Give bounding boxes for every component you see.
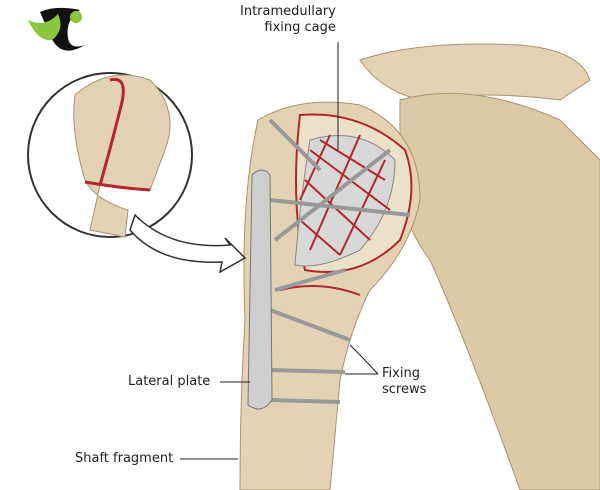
cage-label-line2: fixing cage [264,20,336,35]
screws-label: Fixing screws [382,366,426,398]
shaft-label: Shaft fragment [75,451,174,466]
screws [268,118,411,404]
lateral-plate [247,169,273,410]
arrow-icon [129,213,247,274]
screws-label-line2: screws [382,382,427,397]
cage-label-line1: Intramedullary [240,4,336,19]
inset-circle [27,72,247,274]
leader-lines [180,42,379,460]
scapula-clavicle [359,43,600,490]
screws-label-line1: Fixing [382,366,420,381]
plate-label: Lateral plate [128,374,211,389]
logo [28,7,85,51]
cage-label: Intramedullary fixing cage [240,4,336,36]
